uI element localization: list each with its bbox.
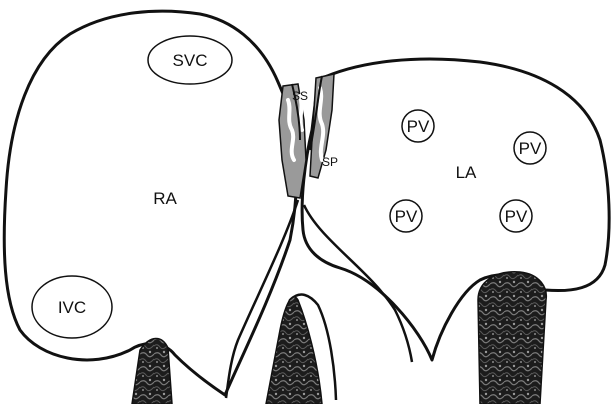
pv-label-bottom-right: PV <box>505 207 528 226</box>
svc-label: SVC <box>173 51 208 70</box>
pv-label-bottom-left: PV <box>395 207 418 226</box>
sp-label: SP <box>322 155 338 169</box>
tissue-block-right <box>478 272 546 404</box>
ss-label: SS <box>292 89 308 103</box>
left-atrium-outline <box>302 59 609 360</box>
pv-label-top-left: PV <box>407 117 430 136</box>
ivc-label: IVC <box>58 298 86 317</box>
tissue-block-left <box>132 338 172 404</box>
ra-label: RA <box>153 189 177 208</box>
la-label: LA <box>456 163 477 182</box>
pv-label-top-right: PV <box>519 139 542 158</box>
